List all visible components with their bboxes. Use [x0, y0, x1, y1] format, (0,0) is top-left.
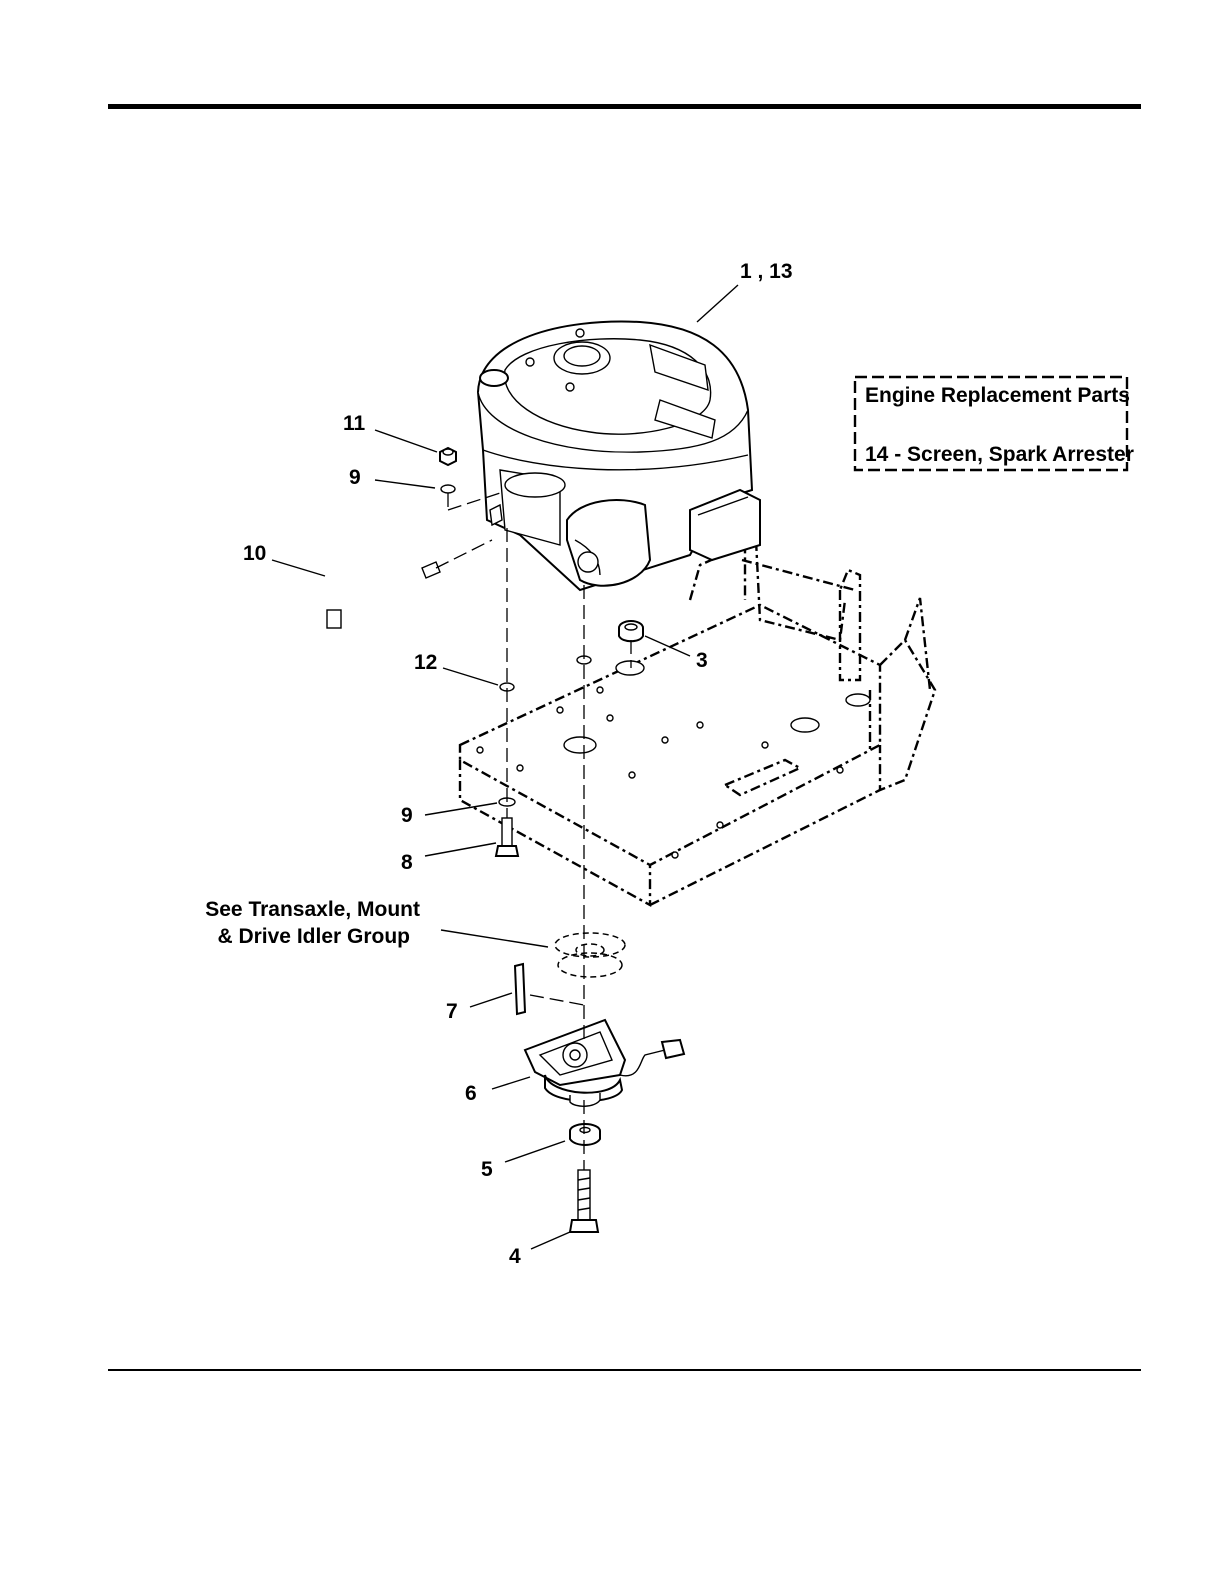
callout-12: 12 — [414, 651, 437, 674]
callout-4: 4 — [509, 1245, 521, 1268]
washer-top — [441, 485, 455, 493]
callout-9-top: 9 — [349, 466, 361, 489]
callout-11: 11 — [343, 412, 366, 435]
electric-clutch — [525, 1020, 684, 1106]
callout-7: 7 — [446, 1000, 458, 1023]
callout-6: 6 — [465, 1082, 477, 1105]
callout-10: 10 — [243, 542, 266, 565]
callout-8: 8 — [401, 851, 413, 874]
engine — [478, 322, 760, 590]
callout-9-bottom: 9 — [401, 804, 413, 827]
lock-nut-top — [440, 448, 456, 465]
spacer — [619, 621, 643, 641]
callout-1-13: 1 , 13 — [740, 260, 793, 283]
bolt-8 — [496, 818, 518, 856]
reference-line-1: See Transaxle, Mount — [205, 898, 420, 921]
note-heading: Engine Replacement Parts — [865, 384, 1130, 407]
chassis-frame-phantom — [460, 520, 935, 905]
replacement-parts-note: Engine Replacement Parts 14 - Screen, Sp… — [855, 377, 1134, 470]
callout-3: 3 — [696, 649, 708, 672]
note-item: 14 - Screen, Spark Arrester — [865, 443, 1134, 466]
reference-line-2: & Drive Idler Group — [217, 925, 410, 948]
fuel-hose — [327, 552, 440, 628]
key — [515, 964, 525, 1014]
transaxle-pulley-phantom — [555, 933, 625, 977]
thick-washer — [570, 1124, 600, 1145]
callout-5: 5 — [481, 1158, 493, 1181]
bolt-4 — [570, 1170, 598, 1232]
